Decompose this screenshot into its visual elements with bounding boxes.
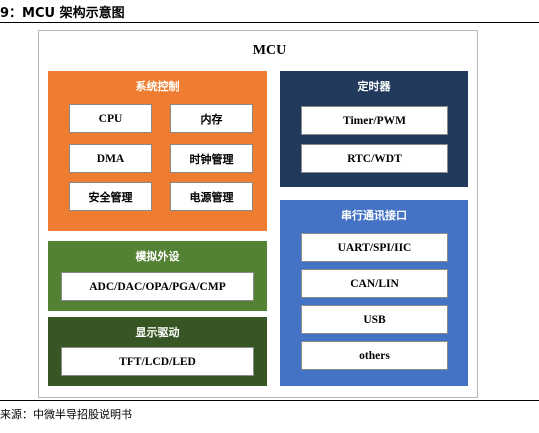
panel-display-driver: 显示驱动 TFT/LCD/LED: [48, 317, 267, 386]
cell-adc-dac: ADC/DAC/OPA/PGA/CMP: [61, 272, 254, 301]
cell-cpu: CPU: [69, 104, 152, 133]
cell-clock-management: 时钟管理: [170, 144, 253, 173]
cell-uart-spi-iic: UART/SPI/IIC: [301, 233, 448, 262]
panel-timer: 定时器 Timer/PWM RTC/WDT: [280, 71, 468, 187]
panel-system-control-title: 系统控制: [135, 80, 180, 93]
cell-memory: 内存: [170, 104, 253, 133]
cell-dma: DMA: [69, 144, 152, 173]
cell-security-management: 安全管理: [69, 182, 152, 211]
bottom-rule: [0, 400, 539, 401]
cell-tft-lcd-led: TFT/LCD/LED: [61, 347, 254, 376]
cell-timer-pwm: Timer/PWM: [301, 106, 448, 135]
top-rule: [0, 22, 539, 23]
panel-system-control: 系统控制 CPU 内存 DMA 时钟管理 安全管理 电源管理: [48, 71, 267, 231]
cell-others: others: [301, 341, 448, 370]
cell-power-management: 电源管理: [170, 182, 253, 211]
panel-display-driver-title: 显示驱动: [135, 326, 180, 339]
cell-can-lin: CAN/LIN: [301, 269, 448, 298]
panel-analog-peripherals: 模拟外设 ADC/DAC/OPA/PGA/CMP: [48, 241, 267, 311]
panel-timer-title: 定时器: [357, 80, 391, 93]
figure-title: 9：MCU 架构示意图: [0, 6, 125, 21]
mcu-label: MCU: [252, 43, 287, 58]
source-note: 来源：中微半导招股说明书: [0, 408, 132, 421]
cell-rtc-wdt: RTC/WDT: [301, 144, 448, 173]
cell-usb: USB: [301, 305, 448, 334]
panel-serial-interface: 串行通讯接口 UART/SPI/IIC CAN/LIN USB others: [280, 200, 468, 386]
panel-analog-peripherals-title: 模拟外设: [135, 250, 180, 263]
panel-serial-interface-title: 串行通讯接口: [341, 209, 407, 222]
